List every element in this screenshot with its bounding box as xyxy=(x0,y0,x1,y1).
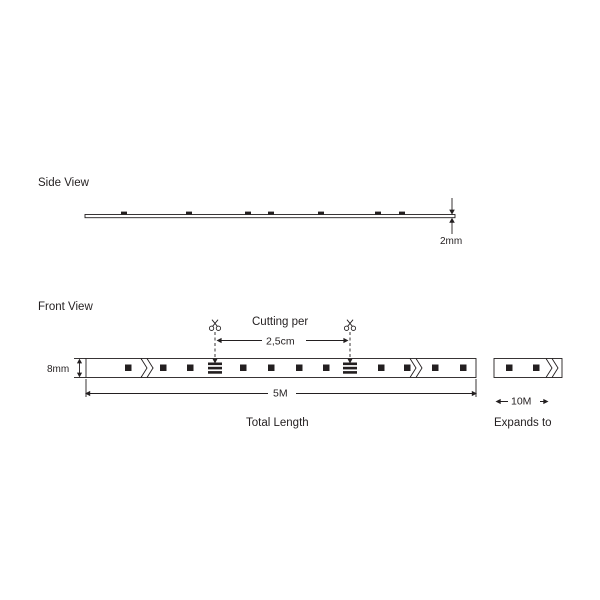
cutting-per-dimension: 2,5cm Cutting per xyxy=(216,316,349,348)
scissors-icon-right xyxy=(343,319,357,331)
break-mark-right xyxy=(409,358,423,378)
front-view-title: Front View xyxy=(38,301,93,313)
scissors-icon xyxy=(208,319,222,331)
cutting-per-title: Cutting per xyxy=(252,316,308,328)
side-view-group: Side View 2mm xyxy=(38,177,462,247)
cutting-per-value: 2,5cm xyxy=(266,336,295,348)
front-strip-main xyxy=(85,358,477,378)
break-mark-left xyxy=(140,358,154,378)
front-view-group: Front View 8mm xyxy=(38,301,563,429)
cut-indicator-left xyxy=(208,319,222,364)
side-view-title: Side View xyxy=(38,177,90,189)
width-dimension: 8mm xyxy=(47,358,86,378)
thickness-dimension: 2mm xyxy=(440,198,462,247)
cut-pad-left xyxy=(208,362,222,374)
expands-value: 10M xyxy=(511,396,531,408)
total-length-dimension: 5M Total Length xyxy=(85,379,477,429)
break-mark-extension xyxy=(545,358,559,378)
width-label: 8mm xyxy=(47,364,69,375)
front-strip-extension xyxy=(493,358,563,378)
total-length-caption: Total Length xyxy=(246,417,309,429)
total-length-value: 5M xyxy=(273,388,288,400)
cut-pad-right xyxy=(343,362,357,374)
expands-to-dimension: 10M Expands to xyxy=(494,394,552,429)
side-view-strip xyxy=(84,211,456,219)
cut-indicator-right xyxy=(343,319,357,364)
expands-caption: Expands to xyxy=(494,417,552,429)
thickness-label: 2mm xyxy=(440,236,462,247)
